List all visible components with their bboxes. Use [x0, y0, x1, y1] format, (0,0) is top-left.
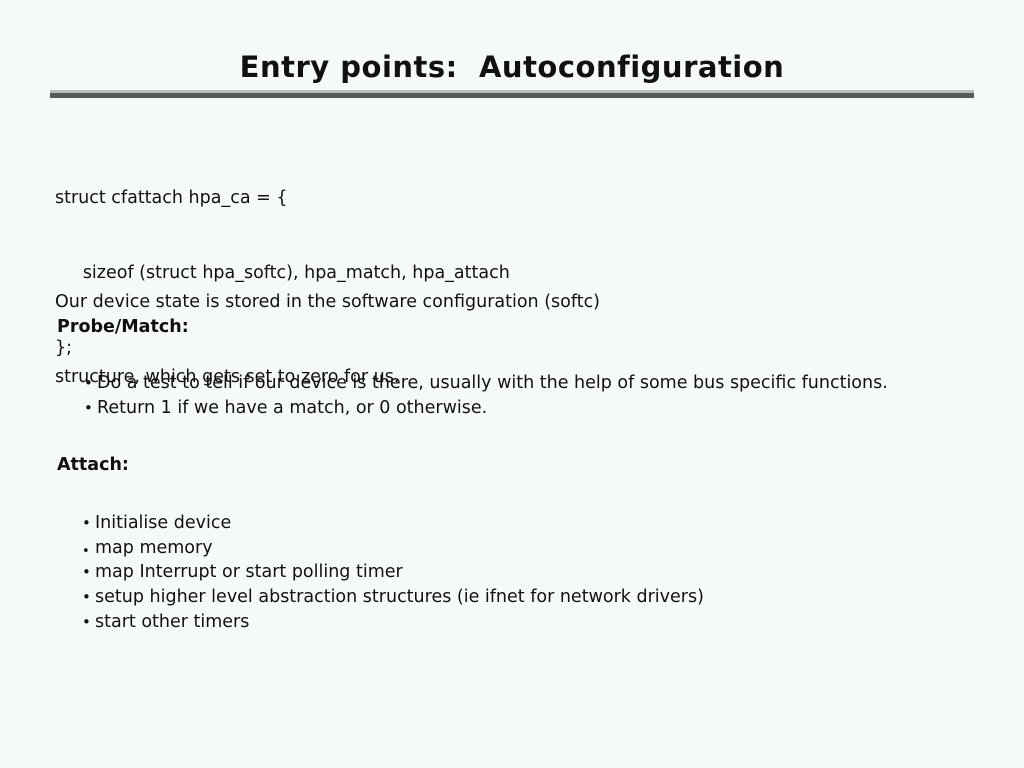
code-line: sizeof (struct hpa_softc), hpa_match, hp… — [55, 263, 510, 283]
section-heading-attach: Attach: — [57, 455, 129, 475]
code-line: struct cfattach hpa_ca = { — [55, 188, 288, 208]
bullet-icon: • — [82, 588, 91, 606]
list-item: • Return 1 if we have a match, or 0 othe… — [84, 396, 888, 421]
attach-bullet-list: • Initialise device • map memory • map I… — [82, 511, 704, 635]
bullet-icon: • — [82, 544, 90, 559]
list-item-label: Initialise device — [95, 513, 232, 533]
bullet-icon: • — [84, 374, 93, 392]
list-item-label: Return 1 if we have a match, or 0 otherw… — [97, 398, 488, 418]
list-item: • Initialise device — [82, 511, 704, 536]
list-item: • map Interrupt or start polling timer — [82, 560, 704, 585]
paragraph-line: Our device state is stored in the softwa… — [55, 292, 601, 312]
section-heading-probe-match: Probe/Match: — [57, 317, 189, 337]
list-item: • start other timers — [82, 610, 704, 635]
divider-highlight — [50, 90, 974, 93]
list-item: • Do a test to tell if our device is the… — [84, 371, 888, 396]
list-item-label: map Interrupt or start polling timer — [95, 562, 403, 582]
list-item: • map memory — [82, 536, 704, 560]
list-item-label: map memory — [95, 538, 213, 558]
bullet-icon: • — [82, 613, 91, 631]
probe-match-bullet-list: • Do a test to tell if our device is the… — [84, 371, 888, 421]
paragraph-line: structure, which gets set to zero for us… — [55, 367, 400, 387]
bullet-icon: • — [84, 399, 93, 417]
list-item: • setup higher level abstraction structu… — [82, 585, 704, 610]
list-item-label: Do a test to tell if our device is there… — [97, 373, 888, 393]
code-line: }; — [55, 338, 73, 358]
title-divider — [50, 90, 974, 98]
list-item-label: start other timers — [95, 612, 250, 632]
bullet-icon: • — [82, 563, 91, 581]
list-item-label: setup higher level abstraction structure… — [95, 587, 704, 607]
divider-shadow — [50, 93, 974, 98]
bullet-icon: • — [82, 514, 91, 532]
page-title: Entry points: Autoconfiguration — [239, 50, 785, 84]
description-paragraph: Our device state is stored in the softwa… — [55, 240, 600, 440]
code-block: struct cfattach hpa_ca = { sizeof (struc… — [55, 136, 510, 411]
